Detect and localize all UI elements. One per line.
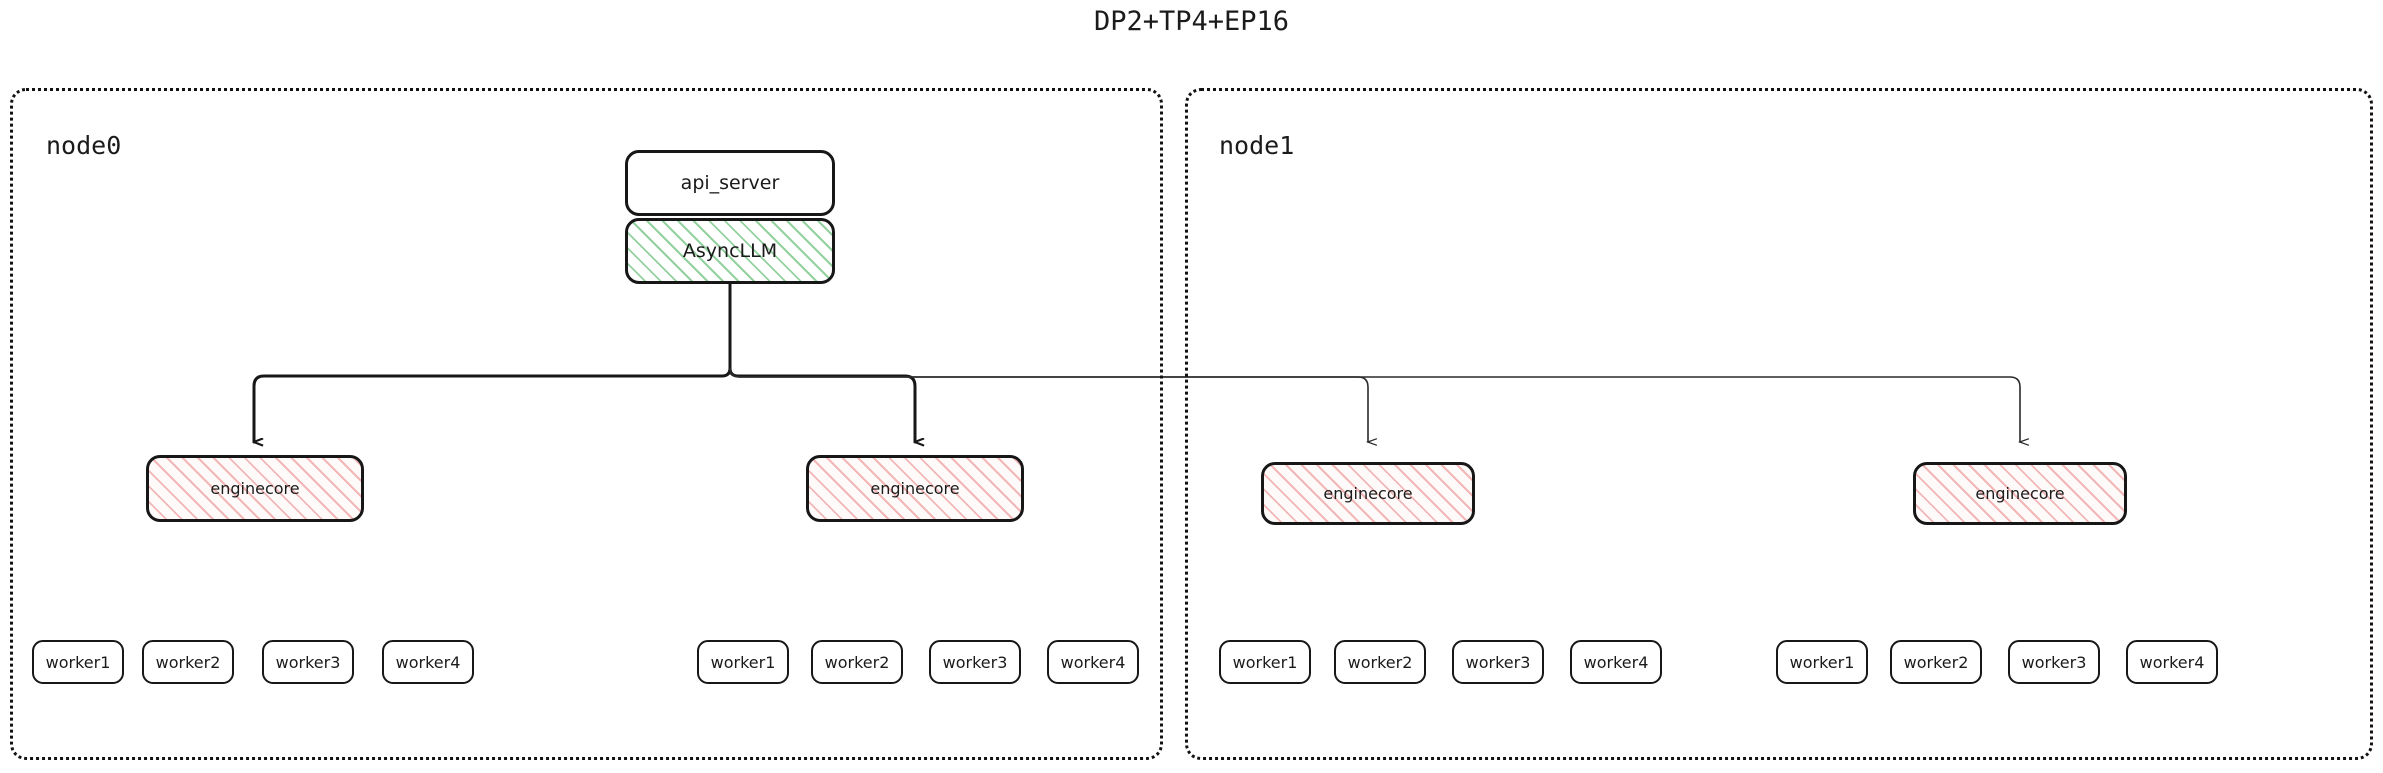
node1-enginecore-1-label: enginecore: [1323, 484, 1413, 503]
node0-enginecore-1-box[interactable]: enginecore: [146, 455, 364, 522]
node1-ec2-worker-3-label: worker3: [2021, 652, 2087, 672]
node0-ec1-worker-3[interactable]: worker3: [262, 640, 354, 684]
node0-ec1-worker-2-label: worker2: [155, 652, 221, 672]
node1-ec1-worker-1[interactable]: worker1: [1219, 640, 1311, 684]
node0-ec1-worker-4-label: worker4: [395, 652, 461, 672]
node0-ec2-worker-1[interactable]: worker1: [697, 640, 789, 684]
node1-ec2-worker-4[interactable]: worker4: [2126, 640, 2218, 684]
node1-enginecore-2-box[interactable]: enginecore: [1913, 462, 2127, 525]
node0-enginecore-2-box[interactable]: enginecore: [806, 455, 1024, 522]
node1-ec2-worker-2[interactable]: worker2: [1890, 640, 1982, 684]
async-llm-box[interactable]: AsyncLLM: [625, 218, 835, 284]
node0-enginecore-1-label: enginecore: [210, 479, 300, 498]
api-server-box[interactable]: api_server: [625, 150, 835, 216]
node0-ec2-worker-4[interactable]: worker4: [1047, 640, 1139, 684]
cluster-node0: [10, 88, 1163, 760]
node1-enginecore-2-label: enginecore: [1975, 484, 2065, 503]
api-server-label: api_server: [680, 172, 780, 194]
node1-ec2-worker-1[interactable]: worker1: [1776, 640, 1868, 684]
cluster-node1-label: node1: [1219, 131, 1295, 160]
node0-ec2-worker-4-label: worker4: [1060, 652, 1126, 672]
node0-ec1-worker-1[interactable]: worker1: [32, 640, 124, 684]
node1-ec1-worker-2[interactable]: worker2: [1334, 640, 1426, 684]
page-title: DP2+TP4+EP16: [1093, 6, 1290, 37]
node0-ec1-worker-1-label: worker1: [45, 652, 111, 672]
async-llm-label: AsyncLLM: [682, 240, 778, 262]
node1-ec2-worker-4-label: worker4: [2139, 652, 2205, 672]
node0-ec2-worker-3[interactable]: worker3: [929, 640, 1021, 684]
node0-ec2-worker-2[interactable]: worker2: [811, 640, 903, 684]
node0-ec2-worker-3-label: worker3: [942, 652, 1008, 672]
cluster-node1: [1185, 88, 2373, 760]
node0-ec1-worker-2[interactable]: worker2: [142, 640, 234, 684]
node1-ec2-worker-2-label: worker2: [1903, 652, 1969, 672]
node0-ec1-worker-4[interactable]: worker4: [382, 640, 474, 684]
node1-ec1-worker-4-label: worker4: [1583, 652, 1649, 672]
node1-ec1-worker-3-label: worker3: [1465, 652, 1531, 672]
node1-ec2-worker-3[interactable]: worker3: [2008, 640, 2100, 684]
node1-ec2-worker-1-label: worker1: [1789, 652, 1855, 672]
node1-ec1-worker-4[interactable]: worker4: [1570, 640, 1662, 684]
node1-ec1-worker-1-label: worker1: [1232, 652, 1298, 672]
node0-ec1-worker-3-label: worker3: [275, 652, 341, 672]
node0-ec2-worker-1-label: worker1: [710, 652, 776, 672]
node0-enginecore-2-label: enginecore: [870, 479, 960, 498]
cluster-node0-label: node0: [46, 131, 122, 160]
node1-ec1-worker-3[interactable]: worker3: [1452, 640, 1544, 684]
node1-ec1-worker-2-label: worker2: [1347, 652, 1413, 672]
node1-enginecore-1-box[interactable]: enginecore: [1261, 462, 1475, 525]
node0-ec2-worker-2-label: worker2: [824, 652, 890, 672]
